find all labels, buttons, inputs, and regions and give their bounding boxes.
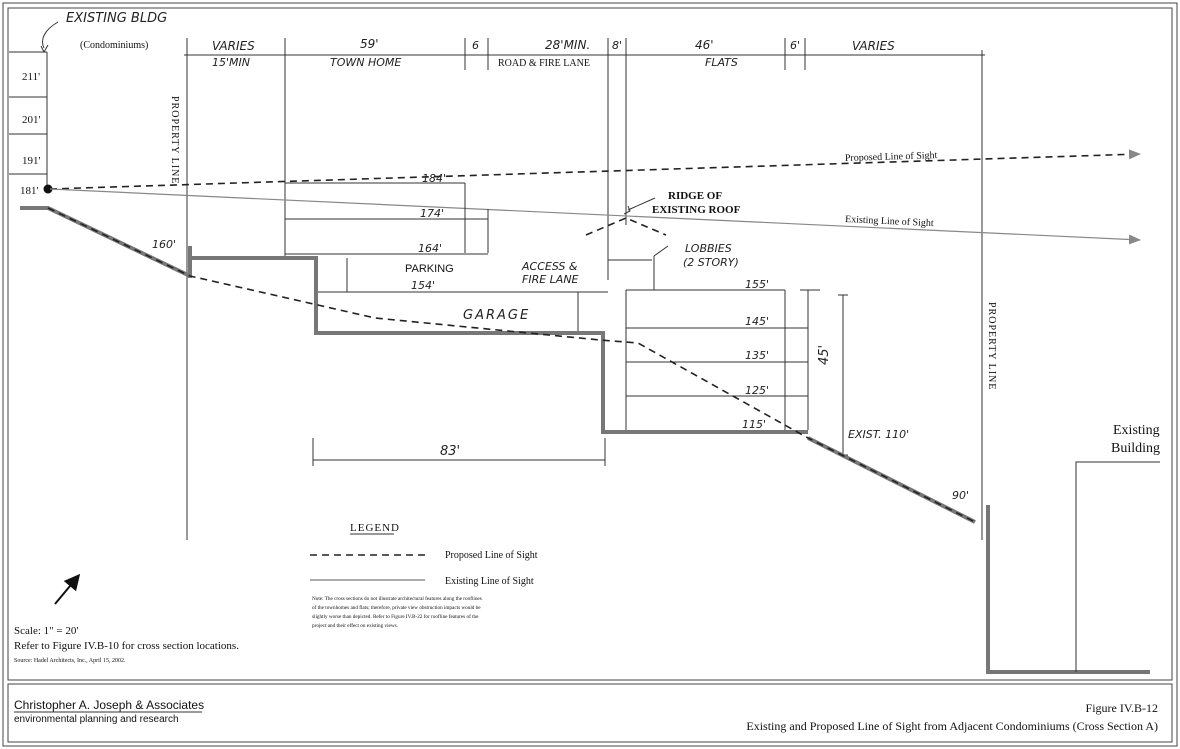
flats-level: 135' [745, 349, 769, 362]
drawing-frame [7, 7, 1173, 681]
note-line: project and their effect on existing vie… [312, 622, 398, 629]
garage-label: GARAGE [463, 308, 530, 323]
townhome-level: 164' [418, 242, 442, 255]
proposed-los-label: Proposed Line of Sight [845, 150, 938, 164]
north-arrow-icon [54, 573, 81, 605]
elevation-label: 211' [22, 71, 40, 83]
existing-los-label: Existing Line of Sight [845, 214, 934, 229]
dim-label: 6 [472, 39, 479, 52]
townhome-level: 174' [420, 207, 444, 220]
figure-title: Existing and Proposed Line of Sight from… [746, 719, 1158, 733]
legend-title: LEGEND [350, 522, 400, 534]
top-dimension-grid [184, 38, 985, 540]
dim-label: VARIES [212, 39, 255, 53]
legend-proposed: Proposed Line of Sight [445, 550, 538, 561]
existing-line-of-sight [49, 188, 1141, 245]
use-label: 15'MIN [212, 56, 250, 69]
pointer-arrow [42, 21, 59, 49]
proposed-line-of-sight [49, 149, 1141, 190]
scale-label: Scale: 1" = 20' [14, 625, 78, 637]
dim-83-label: 83' [440, 444, 460, 459]
viewpoint-marker [43, 184, 53, 194]
ridge-label-line2: EXISTING ROOF [652, 204, 741, 216]
access-label-line2: FIRE LANE [522, 273, 579, 286]
lobbies-label-line2: (2 STORY) [683, 256, 739, 269]
section-note: Note: The cross sections do not illustra… [312, 595, 482, 629]
note-line: slightly worse than depicted. Refer to F… [312, 613, 479, 620]
existing-grade-dashed [47, 207, 976, 523]
elevation-label: 191' [22, 155, 41, 167]
use-label: TOWN HOME [330, 56, 401, 69]
note-line: of the townhomes and flats; therefore, p… [312, 604, 481, 611]
exist-110-label: EXIST. 110' [848, 428, 909, 441]
dim-label: 46' [695, 38, 714, 52]
existing-roof-ridge [585, 217, 667, 236]
dim-label: 6' [790, 39, 800, 52]
property-line-left: PROPERTY LINE [169, 96, 180, 184]
refer-label: Refer to Figure IV.B-10 for cross sectio… [14, 640, 239, 652]
parking-label: PARKING [405, 263, 454, 275]
company-tagline: environmental planning and research [14, 714, 179, 725]
dim-45-label: 45' [817, 345, 832, 365]
ridge-label-line1: RIDGE OF [668, 190, 722, 202]
dim-label: 28'MIN. [545, 38, 590, 52]
property-line-right: PROPERTY LINE [986, 302, 997, 390]
legend: LEGEND Proposed Line of Sight Existing L… [310, 522, 538, 587]
title-block-frame [7, 683, 1173, 743]
flats-block [625, 289, 848, 456]
proposed-building-section [188, 246, 808, 434]
source-label: Source: Hadel Architects, Inc., April 15… [14, 658, 126, 664]
flats-level: 115' [742, 418, 766, 431]
existing-building-right-base [986, 505, 1150, 674]
existing-building-label-line2: Building [1111, 441, 1160, 456]
note-line: Note: The cross sections do not illustra… [312, 595, 482, 602]
townhome-block [285, 182, 608, 333]
dim-83 [312, 438, 606, 466]
elev-90-label: 90' [952, 489, 969, 502]
dim-label: 8' [612, 39, 622, 52]
use-label: FLATS [705, 56, 738, 69]
existing-bldg-label: EXISTING BLDG [66, 11, 167, 26]
condominiums-label: (Condominiums) [80, 40, 148, 51]
townhome-level: 154' [411, 279, 435, 292]
townhome-level: 184' [422, 172, 446, 185]
existing-building-right [1075, 461, 1160, 672]
elevation-label: 201' [22, 114, 41, 126]
existing-condo-building [9, 21, 59, 190]
dim-label: 59' [360, 37, 379, 51]
company-name: Christopher A. Joseph & Associates [14, 698, 204, 712]
existing-building-label-line1: Existing [1113, 423, 1160, 438]
access-label-line1: ACCESS & [521, 260, 578, 273]
flats-level: 125' [745, 384, 769, 397]
dim-label: VARIES [852, 39, 895, 53]
figure-number: Figure IV.B-12 [1086, 701, 1158, 715]
elev-160-label: 160' [152, 238, 176, 251]
elevation-label: 181' [20, 185, 39, 197]
lobbies-label-line1: LOBBIES [685, 242, 732, 255]
flats-level: 145' [745, 315, 769, 328]
legend-existing: Existing Line of Sight [445, 576, 534, 587]
flats-level: 155' [745, 278, 769, 291]
use-label: ROAD & FIRE LANE [498, 58, 590, 69]
